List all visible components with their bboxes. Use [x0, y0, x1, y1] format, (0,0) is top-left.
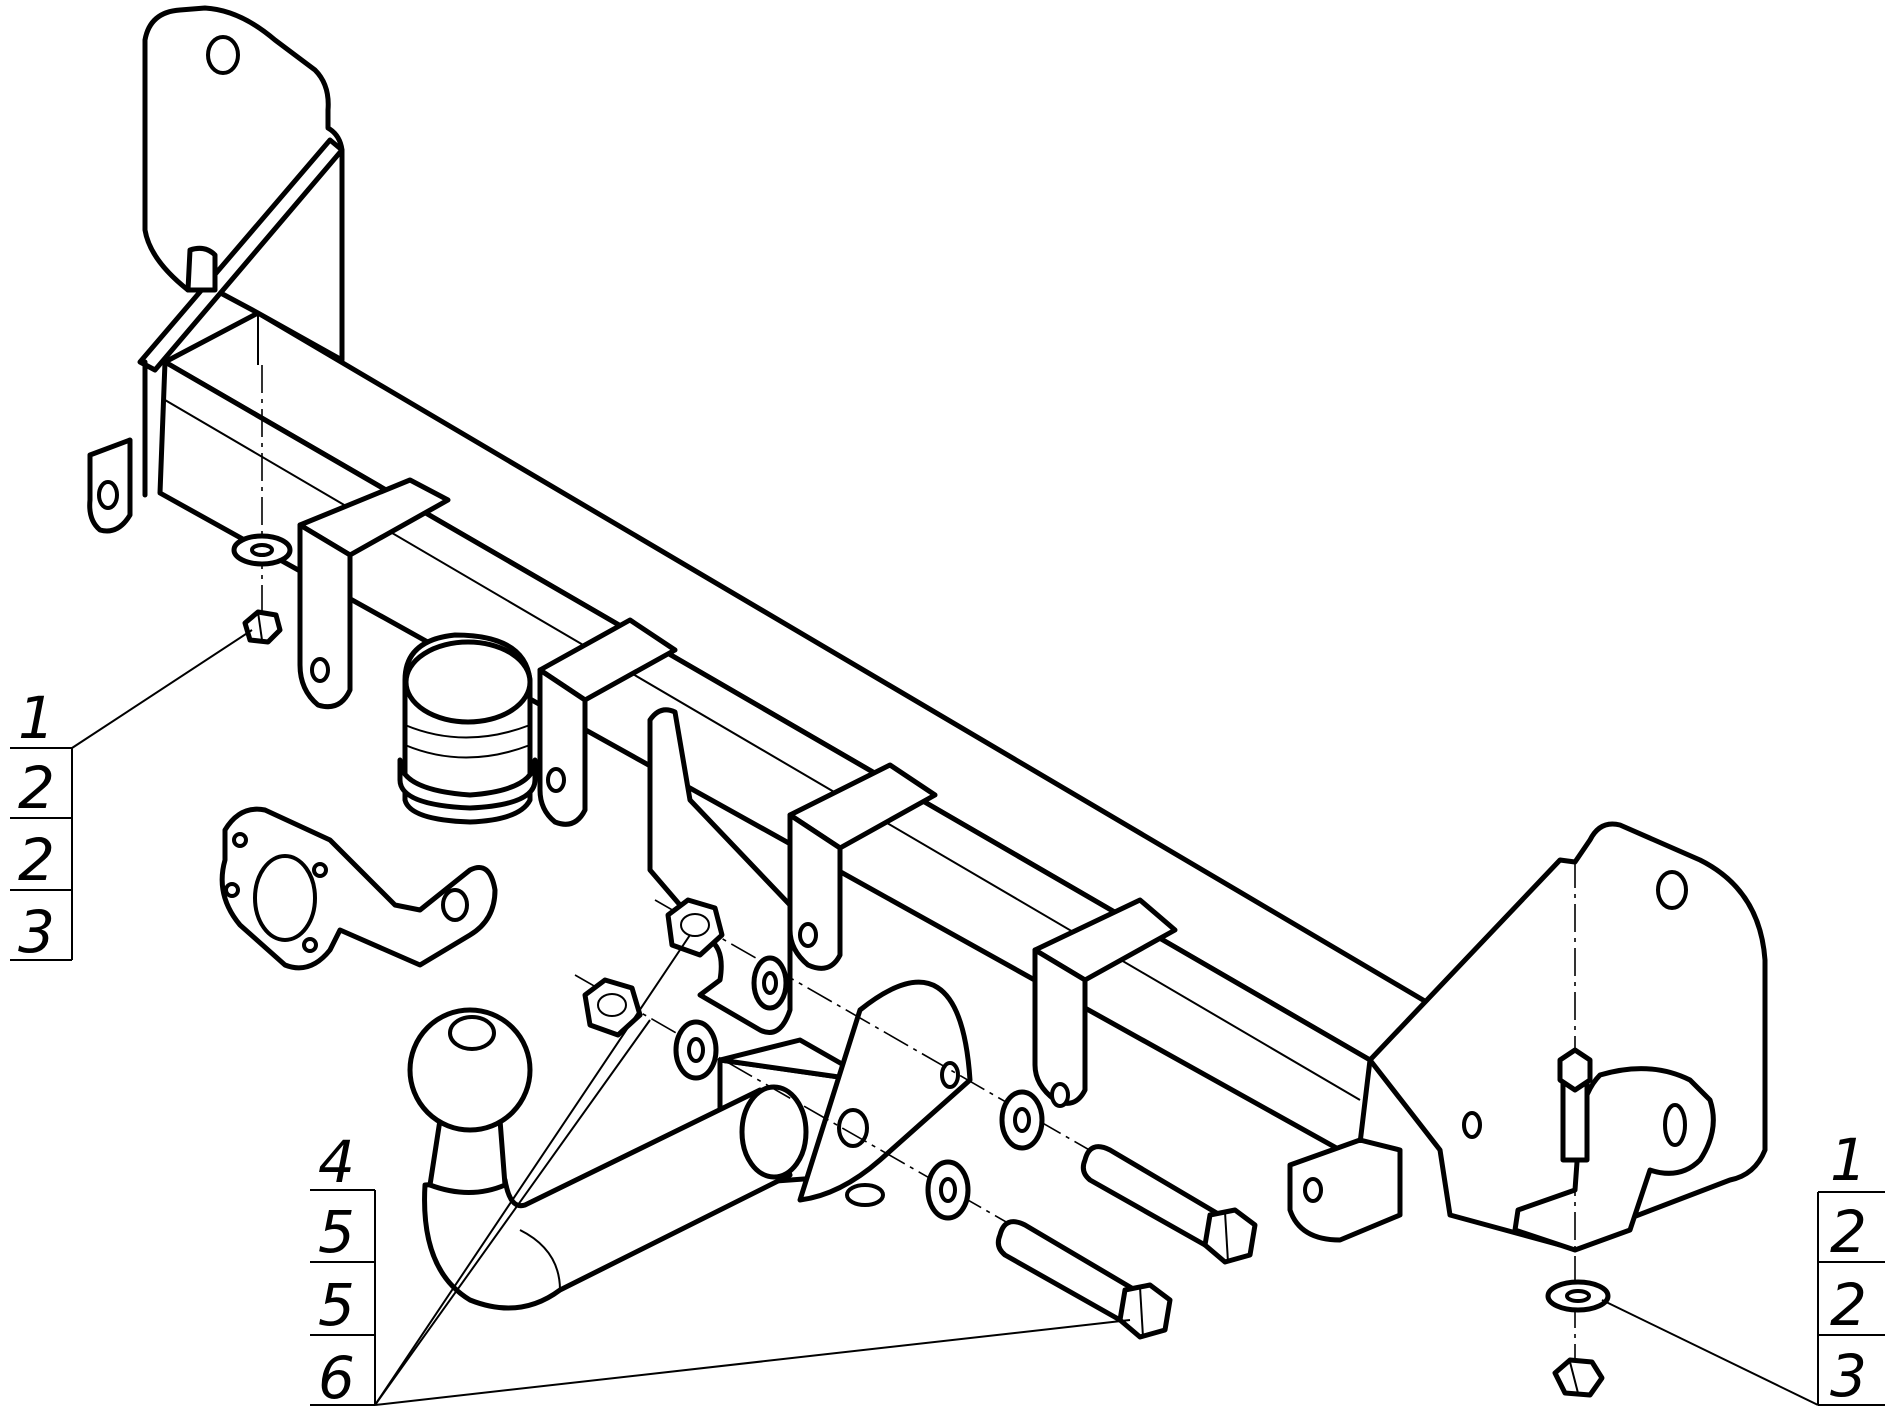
washer-icon — [751, 955, 789, 1011]
bolt-icon — [995, 1219, 1173, 1340]
nut-icon — [665, 897, 725, 958]
callout-right-3: 2 — [1830, 1271, 1867, 1339]
washer-icon — [231, 533, 293, 567]
callout-bottom: 4 5 5 6 — [310, 934, 1131, 1412]
nut-icon — [242, 609, 283, 645]
right-mounting-bracket — [1287, 821, 1768, 1253]
callout-bottom-6: 6 — [318, 1344, 355, 1412]
callout-left-3: 2 — [18, 826, 55, 894]
washer-icon — [999, 1089, 1045, 1151]
nut-icon — [582, 977, 643, 1038]
bolt-icon — [1557, 1047, 1593, 1163]
nut-icon — [1552, 1357, 1605, 1398]
strap-clamp-1 — [297, 477, 451, 710]
callout-bottom-4: 4 — [318, 1128, 355, 1196]
callout-left-1: 1 — [18, 684, 55, 752]
socket-plate-icon — [219, 806, 498, 971]
callout-right: 1 2 2 3 — [1601, 1126, 1885, 1410]
callout-right-1: 1 — [1830, 1126, 1867, 1194]
strap-clamp-4 — [1032, 897, 1178, 1108]
callout-bottom-5b: 5 — [318, 1271, 355, 1339]
callout-left: 1 2 2 3 — [10, 629, 253, 966]
tow-ball-icon — [407, 1007, 809, 1311]
ball-cover-icon — [397, 632, 538, 825]
callout-right-2: 2 — [1830, 1198, 1867, 1266]
callout-left-4: 3 — [18, 898, 55, 966]
callout-right-4: 3 — [1830, 1342, 1867, 1410]
washer-icon — [673, 1019, 719, 1081]
washer-icon — [1545, 1279, 1611, 1313]
washer-icon — [925, 1159, 971, 1221]
callout-bottom-5a: 5 — [318, 1198, 355, 1266]
left-mounting-bracket — [87, 5, 345, 534]
callout-left-2: 2 — [18, 754, 55, 822]
strap-clamp-2 — [537, 617, 678, 827]
bolt-icon — [1080, 1144, 1258, 1265]
cross-beam — [157, 310, 1443, 1163]
